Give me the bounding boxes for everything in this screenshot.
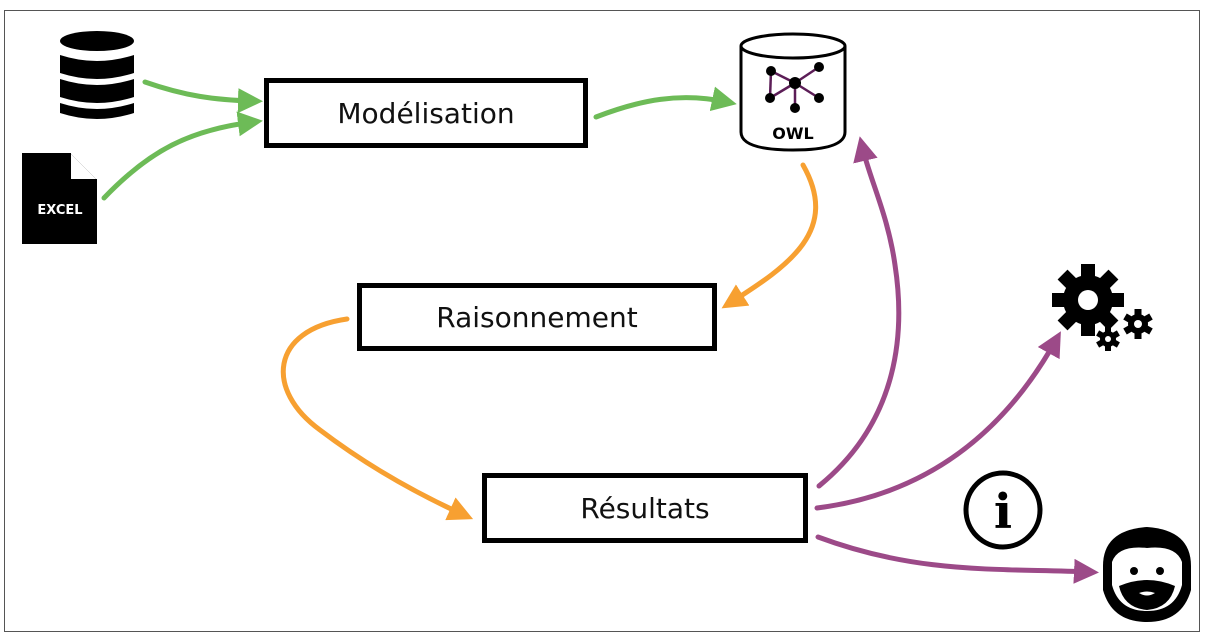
info-icon: i [963, 470, 1043, 550]
arrow-resultats-to-gears [814, 331, 1061, 511]
raisonnement-box: Raisonnement [357, 283, 717, 351]
owl-ontology-database-icon: OWL [739, 32, 847, 152]
result-arrows [814, 136, 1099, 584]
reasoning-arrows [280, 162, 818, 521]
arrow-owl-to-raisonnement [721, 162, 818, 309]
info-glyph: i [994, 484, 1012, 540]
bearded-user-icon [1103, 527, 1191, 622]
modelisation-box: Modélisation [264, 78, 588, 148]
owl-label: OWL [772, 124, 813, 143]
excel-label: EXCEL [37, 203, 82, 218]
resultats-box: Résultats [482, 473, 808, 543]
arrow-resultats-to-user [815, 534, 1099, 584]
raisonnement-label: Raisonnement [436, 300, 638, 334]
excel-file-icon: EXCEL [22, 153, 97, 244]
diagram-frame [4, 10, 1200, 632]
database-icon [60, 31, 134, 119]
arrow-excel-to-modelisation [101, 111, 263, 201]
arrow-database-to-modelisation [142, 79, 263, 114]
gears-icon [1052, 264, 1153, 351]
arrow-raisonnement-to-resultats [280, 316, 474, 521]
resultats-label: Résultats [580, 491, 710, 525]
arrow-resultats-to-owl [816, 136, 902, 489]
input-arrows [101, 79, 737, 201]
arrow-modelisation-to-owl [593, 86, 737, 120]
modelisation-label: Modélisation [337, 96, 515, 130]
